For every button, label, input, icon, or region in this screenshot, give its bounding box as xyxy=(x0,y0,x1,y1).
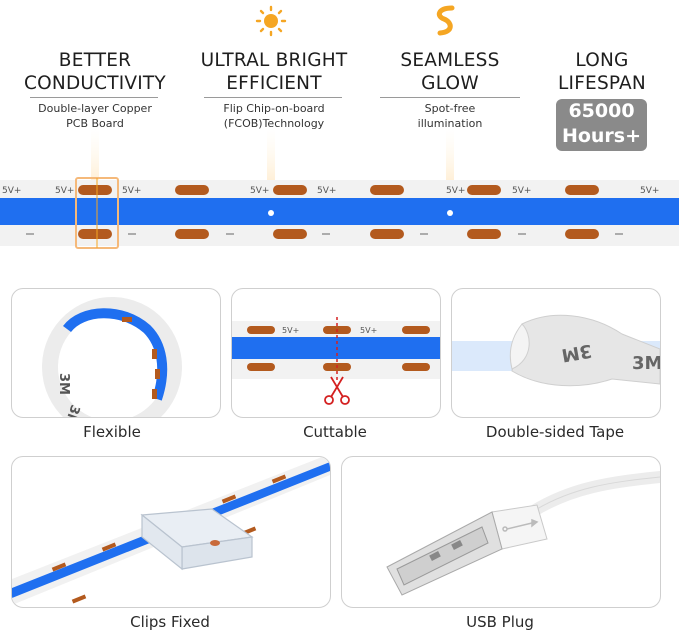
panel-usb xyxy=(341,456,661,608)
strip-pads-bottom xyxy=(78,229,599,239)
feature-sub-line: Spot-free xyxy=(424,102,476,115)
cuttable-strip-image: 5V+ 5V+ xyxy=(232,317,440,405)
clip-icon xyxy=(140,508,254,571)
caption-usb: USB Plug xyxy=(466,613,534,631)
feature-title-line: ULTRAL BRIGHT xyxy=(200,50,348,71)
lifespan-badge: 65000 Hours+ xyxy=(556,99,647,151)
strip-label: 5V+ xyxy=(360,326,377,335)
panel-tape: 3M 3M xyxy=(451,288,661,418)
badge-line: 65000 xyxy=(568,100,635,122)
tape-logo: 3M xyxy=(560,340,594,366)
callout-glow xyxy=(91,128,99,213)
strip-label: 5V+ xyxy=(640,186,659,196)
feature-glow-sub: Spot-free illumination xyxy=(370,101,530,131)
feature-sub-line: Double-layer Copper xyxy=(38,102,152,115)
feature-title-line: CONDUCTIVITY xyxy=(24,73,166,94)
feature-sub-line: PCB Board xyxy=(66,117,124,130)
flexible-strip-image: 3M 3M xyxy=(42,297,182,417)
feature-bright-sub: Flip Chip-on-board (FCOB)Technology xyxy=(194,101,354,131)
feature-conductivity-title: BETTER CONDUCTIVITY xyxy=(5,49,185,95)
strip-pads-top xyxy=(78,185,599,195)
panel-clips xyxy=(11,456,331,608)
feature-title-line: SEAMLESS xyxy=(400,50,500,71)
badge-line: Hours+ xyxy=(561,125,642,147)
strip-led-blue xyxy=(0,198,679,225)
feature-title-line: LIFESPAN xyxy=(558,73,646,94)
divider xyxy=(30,97,158,98)
feature-title-line: BETTER xyxy=(58,50,132,71)
divider xyxy=(204,97,342,98)
strip-label: 5V+ xyxy=(55,186,74,196)
feature-glow-title: SEAMLESS GLOW xyxy=(370,49,530,95)
usb-icon xyxy=(502,518,539,532)
feature-sub-line: Flip Chip-on-board xyxy=(223,102,325,115)
feature-sub-line: illumination xyxy=(417,117,483,130)
feature-title-line: EFFICIENT xyxy=(226,73,322,94)
divider xyxy=(380,97,520,98)
flex-curve-icon xyxy=(436,5,455,36)
caption-clips: Clips Fixed xyxy=(130,613,210,631)
strip-label: 5V+ xyxy=(250,186,269,196)
callout-glow xyxy=(446,128,454,213)
caption-cuttable: Cuttable xyxy=(303,423,367,441)
panel-cuttable: 5V+ 5V+ xyxy=(231,288,441,418)
tape-image: 3M 3M xyxy=(452,314,660,387)
sun-icon xyxy=(255,5,287,37)
feature-lifespan-title: LONG LIFESPAN xyxy=(540,49,664,95)
strip-labels: 5V+ 5V+ 5V+ 5V+ 5V+ 5V+ 5V+ 5V+ xyxy=(2,186,659,196)
strip-label: 5V+ xyxy=(122,186,141,196)
tape-logo: 3M xyxy=(56,373,71,395)
caption-flexible: Flexible xyxy=(83,423,141,441)
strip-label: 5V+ xyxy=(282,326,299,335)
strip-label: 5V+ xyxy=(2,186,21,196)
feature-title-line: GLOW xyxy=(421,73,479,94)
panel-flexible: 3M 3M xyxy=(11,288,221,418)
callout-dot xyxy=(447,210,453,216)
strip-label: 5V+ xyxy=(512,186,531,196)
scissors-icon xyxy=(324,376,350,405)
caption-tape: Double-sided Tape xyxy=(485,423,625,441)
feature-sub-line: (FCOB)Technology xyxy=(223,117,325,130)
led-strip: 5V+ 5V+ 5V+ 5V+ 5V+ 5V+ 5V+ 5V+ xyxy=(0,128,679,249)
callout-glow xyxy=(267,128,275,213)
feature-title-line: LONG xyxy=(575,50,629,71)
feature-conductivity-sub: Double-layer Copper PCB Board xyxy=(15,101,175,131)
tape-logo: 3M xyxy=(632,353,660,374)
usb-plug-image xyxy=(386,471,660,596)
feature-bright-title: ULTRAL BRIGHT EFFICIENT xyxy=(184,49,364,95)
strip-label: 5V+ xyxy=(446,186,465,196)
strip-label: 5V+ xyxy=(317,186,336,196)
callout-dot xyxy=(268,210,274,216)
clips-image xyxy=(12,457,330,605)
